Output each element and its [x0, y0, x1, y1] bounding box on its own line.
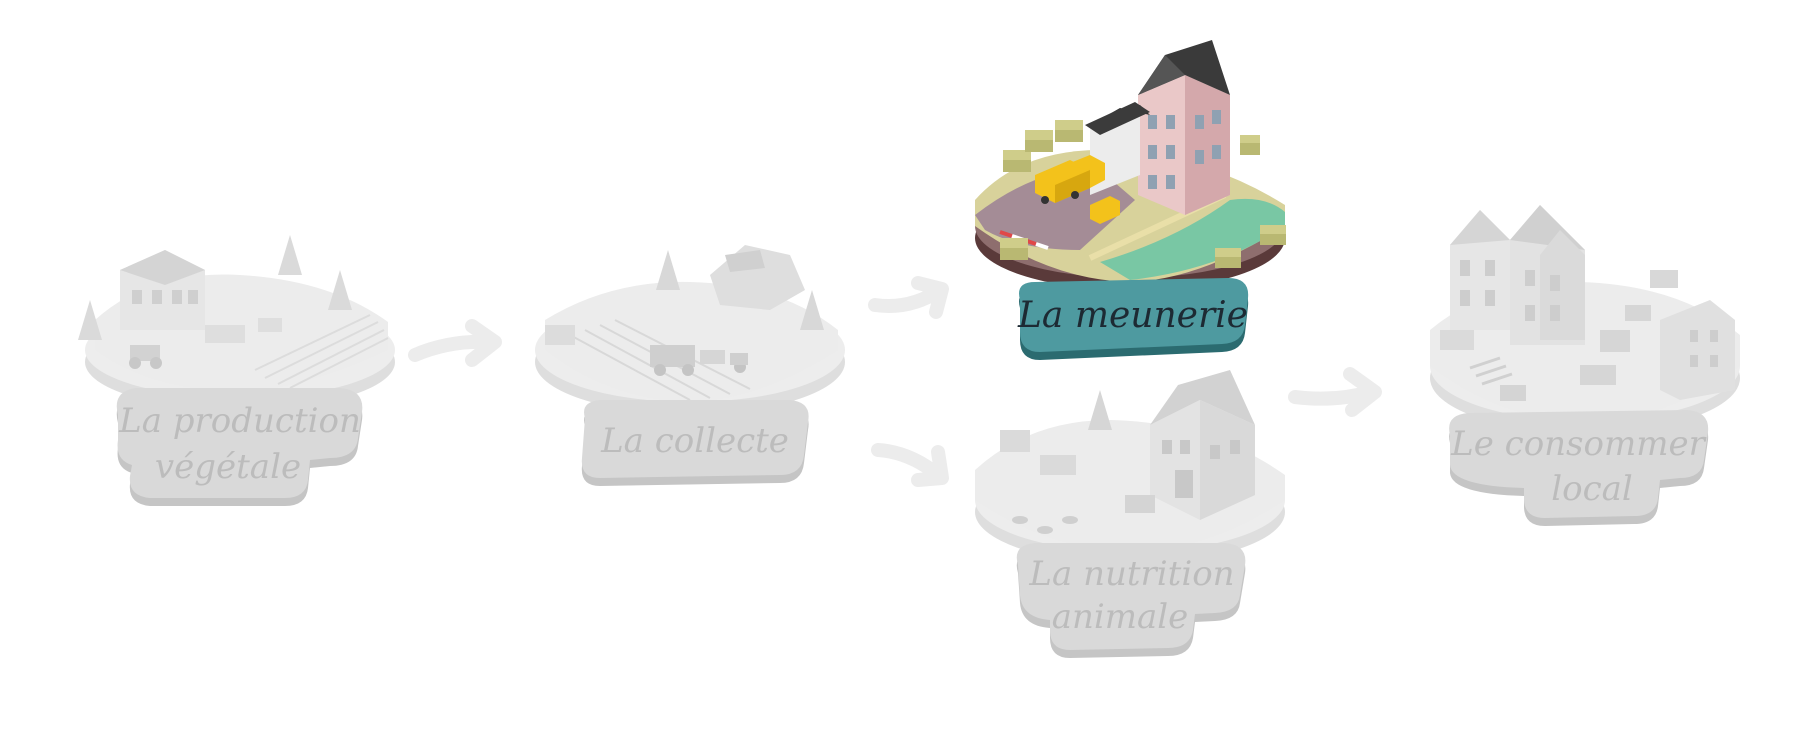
step-consommer[interactable]: Le consommer local — [1430, 205, 1740, 526]
consommer-illustration — [1430, 205, 1740, 433]
collecte-label: La collecte — [581, 400, 809, 486]
consommer-label: Le consommer local — [1449, 410, 1709, 526]
production-label-line-2: végétale — [155, 447, 301, 487]
nutrition-label-line-2: animale — [1052, 597, 1189, 637]
production-illustration — [78, 235, 395, 410]
arrow-to-consommer — [1288, 367, 1382, 417]
production-label: La production végétale — [116, 388, 363, 506]
production-label-line-1: La production — [118, 401, 361, 441]
consommer-label-line-2: local — [1551, 469, 1633, 509]
meunerie-label: La meunerie — [1017, 278, 1249, 360]
nutrition-label-line-1: La nutrition — [1028, 554, 1234, 594]
step-meunerie[interactable]: La meunerie — [975, 40, 1286, 360]
collecte-illustration — [535, 245, 845, 414]
arrow-collecte-to-nutrition — [871, 443, 949, 487]
consommer-label-line-1: Le consommer — [1450, 424, 1706, 464]
collecte-label-line-1: La collecte — [600, 421, 789, 461]
meunerie-label-line-1: La meunerie — [1017, 295, 1248, 336]
arrow-production-to-collecte — [408, 319, 502, 367]
nutrition-label: La nutrition animale — [1016, 543, 1246, 658]
step-nutrition[interactable]: La nutrition animale — [975, 370, 1285, 658]
nutrition-illustration — [975, 370, 1285, 564]
arrow-collecte-to-meunerie — [868, 276, 949, 319]
step-collecte[interactable]: La collecte — [535, 245, 845, 486]
meunerie-illustration — [975, 40, 1286, 290]
step-production[interactable]: La production végétale — [78, 235, 395, 506]
